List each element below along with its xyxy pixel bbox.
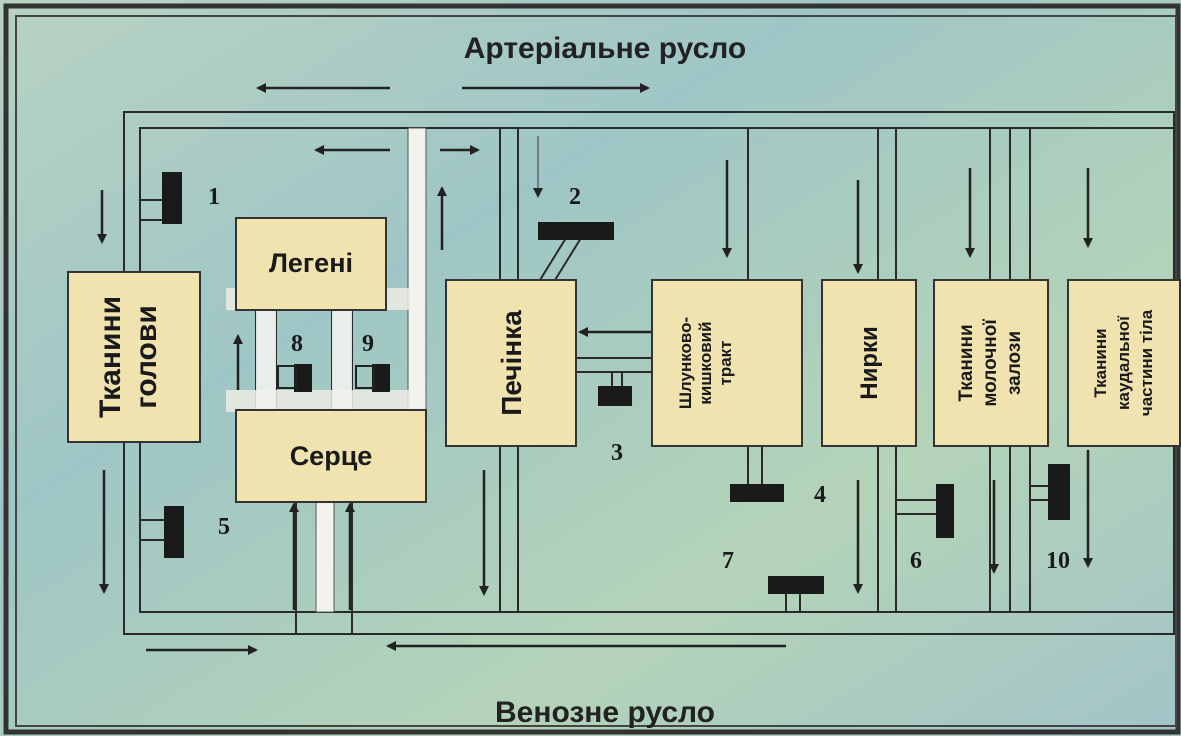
site-number-7: 7 xyxy=(722,548,734,574)
gi-label-line2: кишковий xyxy=(696,321,715,404)
lungs-box xyxy=(235,217,387,311)
site-number-10: 10 xyxy=(1046,548,1070,574)
probe-8 xyxy=(294,364,312,392)
heart-label: Серце xyxy=(290,441,373,471)
organ-boxes xyxy=(67,217,1181,503)
head-label-line1: Тканини xyxy=(94,296,127,418)
site-number-8: 8 xyxy=(291,331,303,357)
caudal-tissue-box xyxy=(1067,279,1181,447)
probe-10 xyxy=(1048,464,1070,520)
flow-arrows xyxy=(97,83,1093,655)
probe-4 xyxy=(730,484,784,502)
pulmonary-light-band-lower xyxy=(226,390,410,412)
caudal-label-line1: Тканини xyxy=(1091,328,1110,397)
sampling-probes xyxy=(162,172,1070,594)
gi-label-line1: Шлунково- xyxy=(676,317,695,409)
gi-label-line3: тракт xyxy=(716,341,735,386)
kidneys-box xyxy=(821,279,917,447)
aorta-channel xyxy=(407,127,427,411)
liver-box xyxy=(445,279,577,447)
probe-2 xyxy=(538,222,614,240)
mammary-label-line1: Тканини xyxy=(956,324,977,401)
caudal-label-line2: каудальної xyxy=(1114,315,1133,410)
site-number-6: 6 xyxy=(910,548,922,574)
venous-bed-title: Венозне русло xyxy=(495,696,715,729)
mammary-label-line2: молочної xyxy=(980,319,1001,407)
gi-tract-box xyxy=(651,279,803,447)
probe-9 xyxy=(372,364,390,392)
site-number-5: 5 xyxy=(218,514,230,540)
probe-5 xyxy=(164,506,184,558)
liver-label: Печінка xyxy=(496,310,527,416)
site-number-1: 1 xyxy=(208,184,220,210)
pulmonary-vein-right xyxy=(332,310,352,410)
probe-3 xyxy=(598,386,632,406)
head-label-line2: голови xyxy=(130,305,163,409)
caudal-label-line3: частини тіла xyxy=(1137,309,1156,416)
heart-box xyxy=(235,409,427,503)
probe-7 xyxy=(768,576,824,594)
pulmonary-vein-left xyxy=(256,310,276,410)
mammary-label-line3: залози xyxy=(1004,331,1025,395)
lungs-label: Легені xyxy=(269,248,353,278)
vena-cava-channel xyxy=(315,499,335,613)
site-number-2: 2 xyxy=(569,184,581,210)
kidneys-label: Нирки xyxy=(856,326,883,400)
mammary-box xyxy=(933,279,1049,447)
arterial-bed-title: Артеріальне русло xyxy=(464,32,747,65)
probe-connectors xyxy=(277,365,375,389)
head-tissue-box xyxy=(67,271,201,443)
probe-6 xyxy=(936,484,954,538)
site-number-9: 9 xyxy=(362,331,374,357)
site-number-4: 4 xyxy=(814,482,826,508)
probe-1 xyxy=(162,172,182,224)
site-number-3: 3 xyxy=(611,440,623,466)
